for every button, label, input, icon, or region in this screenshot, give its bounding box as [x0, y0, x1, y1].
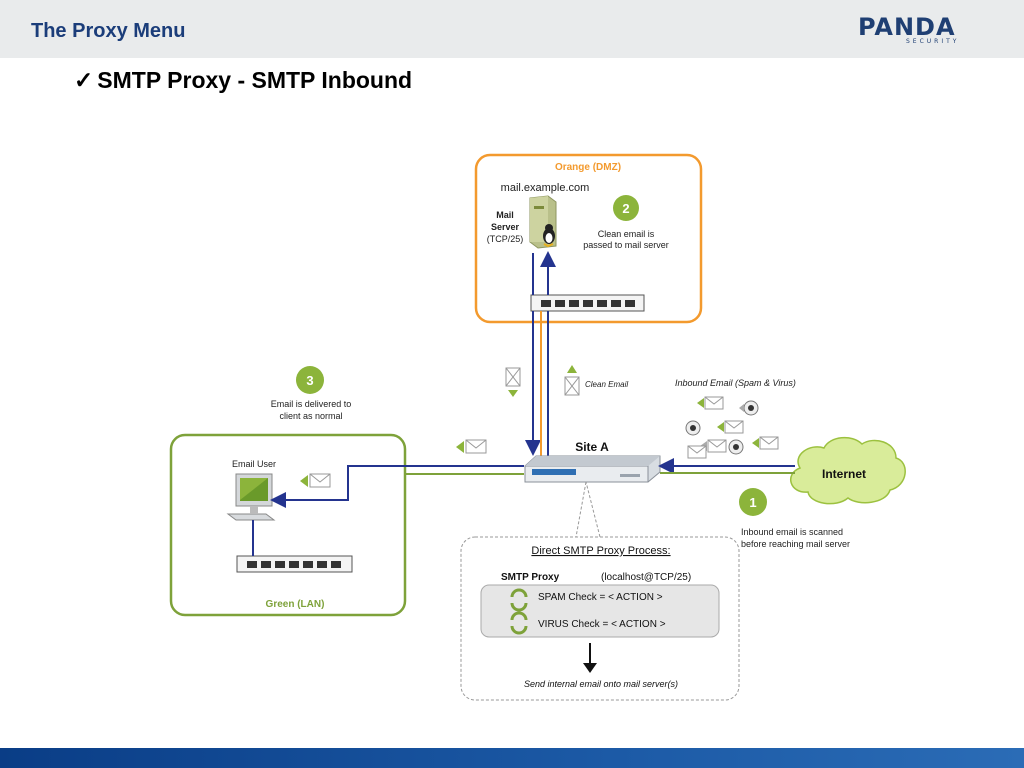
step-1-text-2: before reaching mail server [741, 539, 850, 549]
firewall-appliance-icon [524, 455, 661, 483]
site-a-label: Site A [575, 440, 609, 454]
step-2-number: 2 [622, 201, 629, 216]
mail-server-port: (TCP/25) [487, 234, 524, 244]
mail-server-label-1: Mail [496, 210, 514, 220]
virus-check-text: VIRUS Check = < ACTION > [538, 619, 666, 630]
logo-subtitle: SECURITY [906, 38, 960, 45]
spam-virus-emails-icon [685, 396, 779, 459]
clean-email-label: Clean Email [585, 380, 628, 389]
step-1-text-1: Inbound email is scanned [741, 527, 843, 537]
slide-footer-bar [0, 748, 1024, 768]
send-internal-text: Send internal email onto mail server(s) [524, 679, 678, 689]
slide-title: The Proxy Menu [31, 20, 186, 42]
lan-zone-label: Green (LAN) [266, 599, 325, 610]
mail-server-label-2: Server [491, 222, 520, 232]
logo-wordmark: PANDA [858, 13, 956, 41]
email-user-label: Email User [232, 459, 276, 469]
smtp-proxy-address: (localhost@TCP/25) [601, 572, 691, 583]
process-title: Direct SMTP Proxy Process: [531, 545, 670, 557]
envelope-up-icon [564, 365, 580, 396]
step-2-text-1: Clean email is [598, 229, 655, 239]
dmz-switch-icon [530, 294, 645, 312]
spam-refresh-icon [510, 588, 528, 612]
step-2-text-2: passed to mail server [583, 240, 669, 250]
internet-cloud-icon [790, 436, 906, 505]
step-3-text-1: Email is delivered to [271, 399, 352, 409]
dmz-hostname: mail.example.com [501, 182, 590, 194]
checks-panel [480, 584, 720, 638]
envelope-to-user-icon [300, 473, 331, 488]
step-3-text-2: client as normal [279, 411, 342, 421]
workstation-icon [226, 473, 276, 521]
slide-header: The Proxy Menu PANDA SECURITY [0, 0, 1024, 58]
panda-security-logo: PANDA SECURITY [858, 14, 972, 46]
lan-switch-icon [236, 555, 353, 573]
dmz-zone-box [474, 153, 703, 324]
bullet-text: SMTP Proxy - SMTP Inbound [97, 67, 413, 93]
step-2-badge [613, 195, 639, 221]
lan-zone-box [169, 433, 407, 617]
envelope-to-lan-icon [456, 439, 487, 454]
step-1-badge [739, 488, 767, 516]
spam-check-text: SPAM Check = < ACTION > [538, 592, 663, 603]
virus-refresh-icon [510, 611, 528, 635]
step-1-number: 1 [749, 495, 756, 510]
step-3-number: 3 [306, 373, 313, 388]
dmz-zone-label: Orange (DMZ) [555, 162, 621, 173]
inbound-email-label: Inbound Email (Spam & Virus) [675, 378, 796, 388]
bullet-heading: ✓SMTP Proxy - SMTP Inbound [74, 67, 412, 94]
checkmark-icon: ✓ [74, 67, 94, 93]
internet-label: Internet [822, 467, 866, 481]
envelope-down-icon [505, 367, 521, 397]
smtp-proxy-label: SMTP Proxy [501, 572, 560, 583]
step-3-badge [296, 366, 324, 394]
mail-server-icon [529, 195, 557, 249]
